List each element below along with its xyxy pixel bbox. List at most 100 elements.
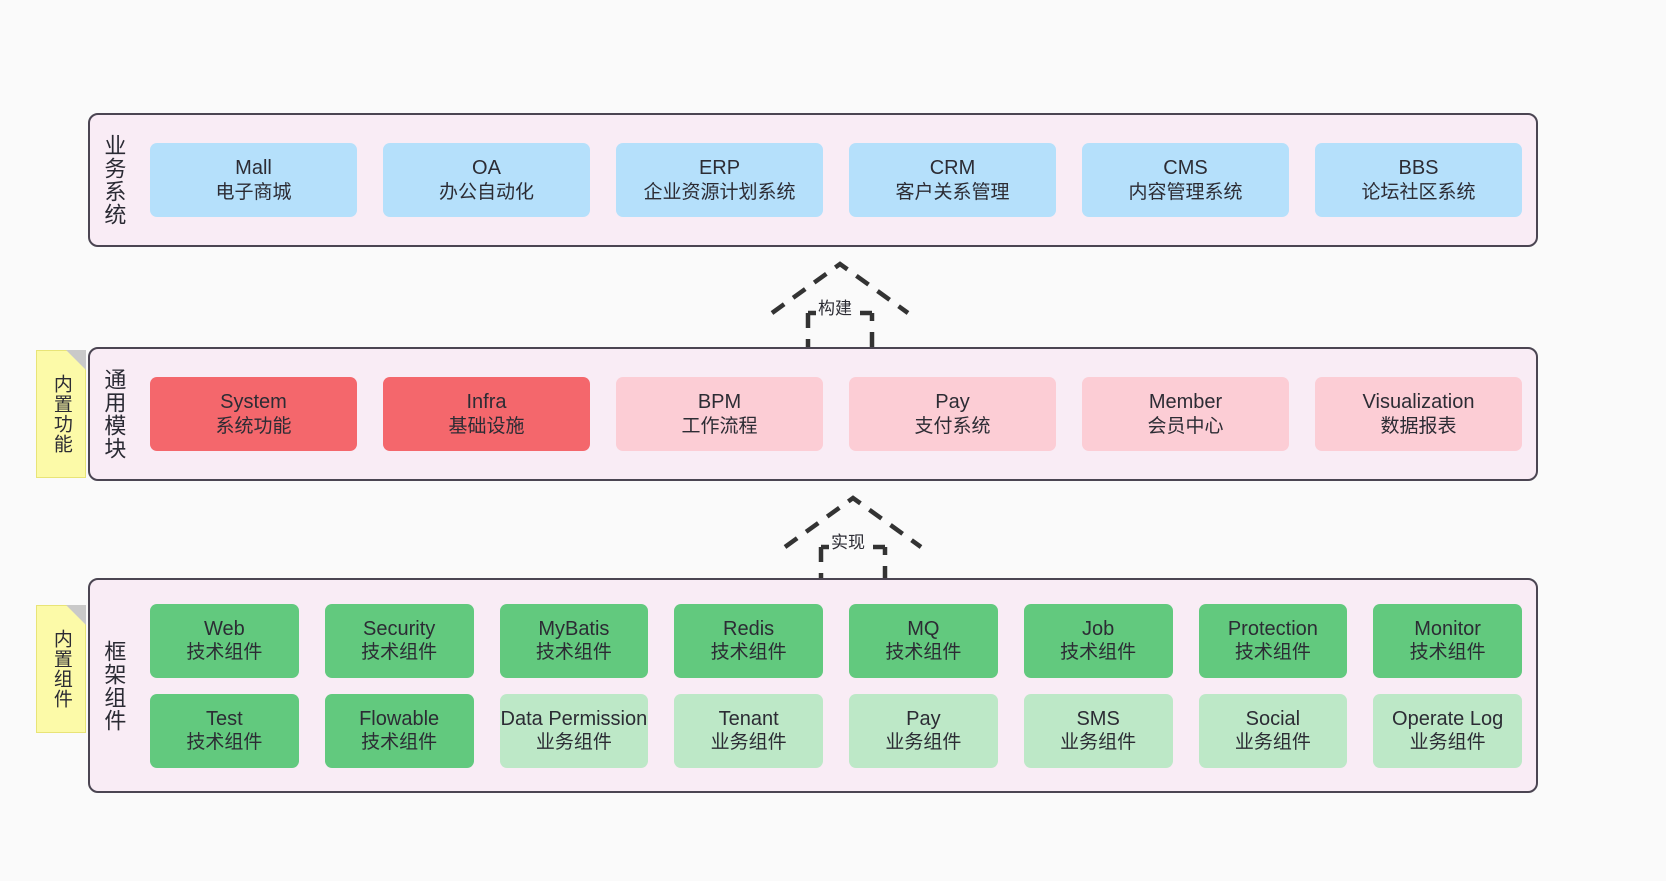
node-title-cn: 基础设施 — [448, 415, 525, 437]
connector-label-implement: 实现 — [829, 528, 867, 553]
node-title-en: Social — [1245, 707, 1301, 730]
connector-implement: 实现 — [765, 492, 945, 587]
node-title-en: Test — [206, 707, 243, 730]
node-title-en: Visualization — [1362, 391, 1475, 414]
layer-body-common: System 系统功能 Infra 基础设施 BPM 工作流程 Pay 支付系统… — [136, 349, 1536, 479]
node-title-cn: 论坛社区系统 — [1361, 181, 1476, 203]
node-title-en: Operate Log — [1392, 707, 1504, 730]
node-title-en: BPM — [697, 391, 742, 414]
node-operate-log[interactable]: Operate Log 业务组件 — [1373, 693, 1522, 768]
node-social[interactable]: Social 业务组件 — [1198, 693, 1348, 768]
node-title-en: Job — [1082, 617, 1115, 640]
node-title-cn: 技术组件 — [186, 732, 263, 754]
node-title-en: Pay — [906, 707, 941, 730]
note-builtin-features: 内置功能 — [36, 350, 86, 478]
node-title-en: MQ — [907, 617, 940, 640]
node-monitor[interactable]: Monitor 技术组件 — [1373, 603, 1522, 678]
node-title-cn: 业务组件 — [1060, 732, 1137, 754]
node-title-en: Monitor — [1414, 617, 1481, 640]
node-infra[interactable]: Infra 基础设施 — [383, 377, 590, 451]
note-builtin-components: 内置组件 — [36, 605, 86, 733]
node-title-cn: 电子商城 — [215, 181, 292, 203]
node-title-cn: 技术组件 — [1060, 642, 1137, 664]
node-title-en: Member — [1148, 391, 1223, 414]
node-title-cn: 业务组件 — [1409, 732, 1486, 754]
node-title-en: Web — [203, 617, 245, 640]
node-oa[interactable]: OA 办公自动化 — [383, 143, 590, 217]
node-title-cn: 技术组件 — [710, 642, 787, 664]
node-title-cn: 业务组件 — [1234, 732, 1311, 754]
layer-title-business: 业务系统 — [101, 134, 127, 226]
node-title-en: Tenant — [718, 707, 779, 730]
node-title-en: MyBatis — [538, 617, 610, 640]
node-title-en: ERP — [698, 157, 741, 180]
node-title-en: Data Permission — [500, 707, 648, 730]
node-test[interactable]: Test 技术组件 — [150, 693, 299, 768]
node-title-en: Redis — [723, 617, 775, 640]
node-title-cn: 办公自动化 — [438, 181, 534, 203]
node-pay[interactable]: Pay 支付系统 — [849, 377, 1056, 451]
node-crm[interactable]: CRM 客户关系管理 — [849, 143, 1056, 217]
layer-framework-component: 框架组件 Web 技术组件 Security 技术组件 MyBatis 技术组件… — [88, 578, 1538, 793]
node-pay-component[interactable]: Pay 业务组件 — [849, 693, 998, 768]
node-title-en: Mall — [235, 157, 272, 180]
node-protection[interactable]: Protection 技术组件 — [1198, 603, 1348, 678]
node-redis[interactable]: Redis 技术组件 — [674, 603, 823, 678]
node-title-cn: 技术组件 — [885, 642, 962, 664]
layer-row: Mall 电子商城 OA 办公自动化 ERP 企业资源计划系统 CRM 客户关系… — [150, 143, 1522, 217]
layer-body-frame: Web 技术组件 Security 技术组件 MyBatis 技术组件 Redi… — [136, 580, 1536, 791]
node-title-cn: 技术组件 — [361, 642, 438, 664]
node-security[interactable]: Security 技术组件 — [324, 603, 474, 678]
node-title-en: System — [220, 391, 287, 414]
node-tenant[interactable]: Tenant 业务组件 — [674, 693, 823, 768]
node-title-cn: 系统功能 — [215, 415, 292, 437]
connector-build: 构建 — [752, 258, 932, 353]
node-title-en: Pay — [935, 391, 970, 414]
node-title-cn: 业务组件 — [885, 732, 962, 754]
node-title-cn: 技术组件 — [186, 642, 263, 664]
node-mybatis[interactable]: MyBatis 技术组件 — [499, 603, 649, 678]
node-title-cn: 业务组件 — [535, 732, 612, 754]
node-title-cn: 企业资源计划系统 — [643, 181, 796, 203]
node-title-cn: 技术组件 — [1409, 642, 1486, 664]
node-title-cn: 内容管理系统 — [1128, 181, 1243, 203]
node-title-cn: 技术组件 — [1234, 642, 1311, 664]
node-title-en: Flowable — [359, 707, 440, 730]
node-title-en: CMS — [1163, 157, 1208, 180]
node-flowable[interactable]: Flowable 技术组件 — [324, 693, 474, 768]
node-cms[interactable]: CMS 内容管理系统 — [1082, 143, 1289, 217]
layer-row: Test 技术组件 Flowable 技术组件 Data Permission … — [150, 693, 1522, 768]
node-title-cn: 支付系统 — [914, 415, 991, 437]
node-title-cn: 技术组件 — [535, 642, 612, 664]
node-title-cn: 技术组件 — [361, 732, 438, 754]
node-title-en: Protection — [1227, 617, 1318, 640]
node-title-en: SMS — [1076, 707, 1120, 730]
node-bpm[interactable]: BPM 工作流程 — [616, 377, 823, 451]
node-mall[interactable]: Mall 电子商城 — [150, 143, 357, 217]
node-erp[interactable]: ERP 企业资源计划系统 — [616, 143, 823, 217]
node-web[interactable]: Web 技术组件 — [150, 603, 299, 678]
node-title-en: OA — [472, 157, 501, 180]
node-visualization[interactable]: Visualization 数据报表 — [1315, 377, 1522, 451]
node-data-permission[interactable]: Data Permission 业务组件 — [499, 693, 649, 768]
layer-row: System 系统功能 Infra 基础设施 BPM 工作流程 Pay 支付系统… — [150, 377, 1522, 451]
layer-body-business: Mall 电子商城 OA 办公自动化 ERP 企业资源计划系统 CRM 客户关系… — [136, 115, 1536, 245]
layer-common-module: 通用模块 System 系统功能 Infra 基础设施 BPM 工作流程 Pay… — [88, 347, 1538, 481]
node-job[interactable]: Job 技术组件 — [1023, 603, 1173, 678]
layer-business-system: 业务系统 Mall 电子商城 OA 办公自动化 ERP 企业资源计划系统 CRM… — [88, 113, 1538, 247]
node-member[interactable]: Member 会员中心 — [1082, 377, 1289, 451]
node-title-cn: 工作流程 — [681, 415, 758, 437]
node-title-en: CRM — [929, 157, 976, 180]
connector-label-build: 构建 — [816, 294, 854, 319]
node-title-en: BBS — [1398, 157, 1439, 180]
node-system[interactable]: System 系统功能 — [150, 377, 357, 451]
node-bbs[interactable]: BBS 论坛社区系统 — [1315, 143, 1522, 217]
layer-title-frame: 框架组件 — [101, 639, 127, 732]
node-sms[interactable]: SMS 业务组件 — [1023, 693, 1173, 768]
node-title-cn: 客户关系管理 — [895, 181, 1010, 203]
node-title-cn: 业务组件 — [710, 732, 787, 754]
node-title-en: Infra — [466, 391, 507, 414]
node-mq[interactable]: MQ 技术组件 — [849, 603, 998, 678]
node-title-cn: 会员中心 — [1147, 415, 1224, 437]
